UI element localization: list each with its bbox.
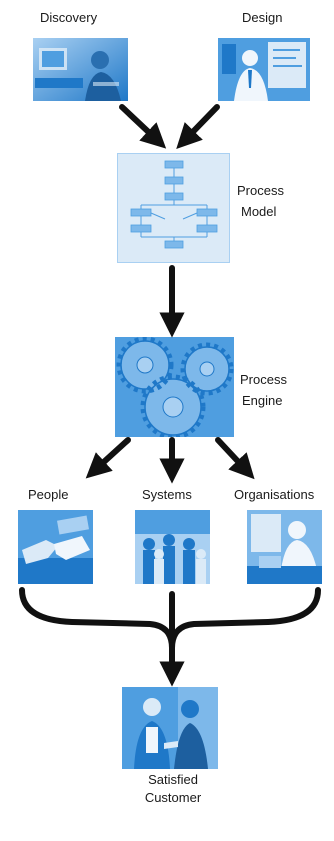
satisfied-customer-label-line2: Customer <box>144 790 202 805</box>
arrow-design-to-model <box>176 104 220 150</box>
process-model-image <box>117 153 230 263</box>
organisations-image <box>247 510 322 584</box>
process-engine-image <box>115 337 234 437</box>
arrow-engine-to-organisations <box>215 437 255 480</box>
organisations-label: Organisations <box>234 487 315 502</box>
discovery-image <box>33 38 128 101</box>
arrow-discovery-to-model <box>119 104 167 149</box>
design-label: Design <box>242 10 283 25</box>
process-model-label-line2: Model <box>241 204 277 219</box>
people-image <box>18 510 93 584</box>
satisfied-customer-image <box>122 687 218 769</box>
process-engine-label-line2: Engine <box>242 393 283 408</box>
process-engine-label-line1: Process <box>240 372 287 387</box>
satisfied-customer-label-line1: Satisfied <box>148 772 198 787</box>
arrow-engine-to-people <box>85 437 131 479</box>
systems-image <box>135 510 210 584</box>
process-model-label-line1: Process <box>237 183 284 198</box>
discovery-label: Discovery <box>40 10 98 25</box>
merge-connector <box>19 587 321 651</box>
systems-label: Systems <box>142 487 192 502</box>
design-image <box>218 38 310 101</box>
people-label: People <box>28 487 69 502</box>
